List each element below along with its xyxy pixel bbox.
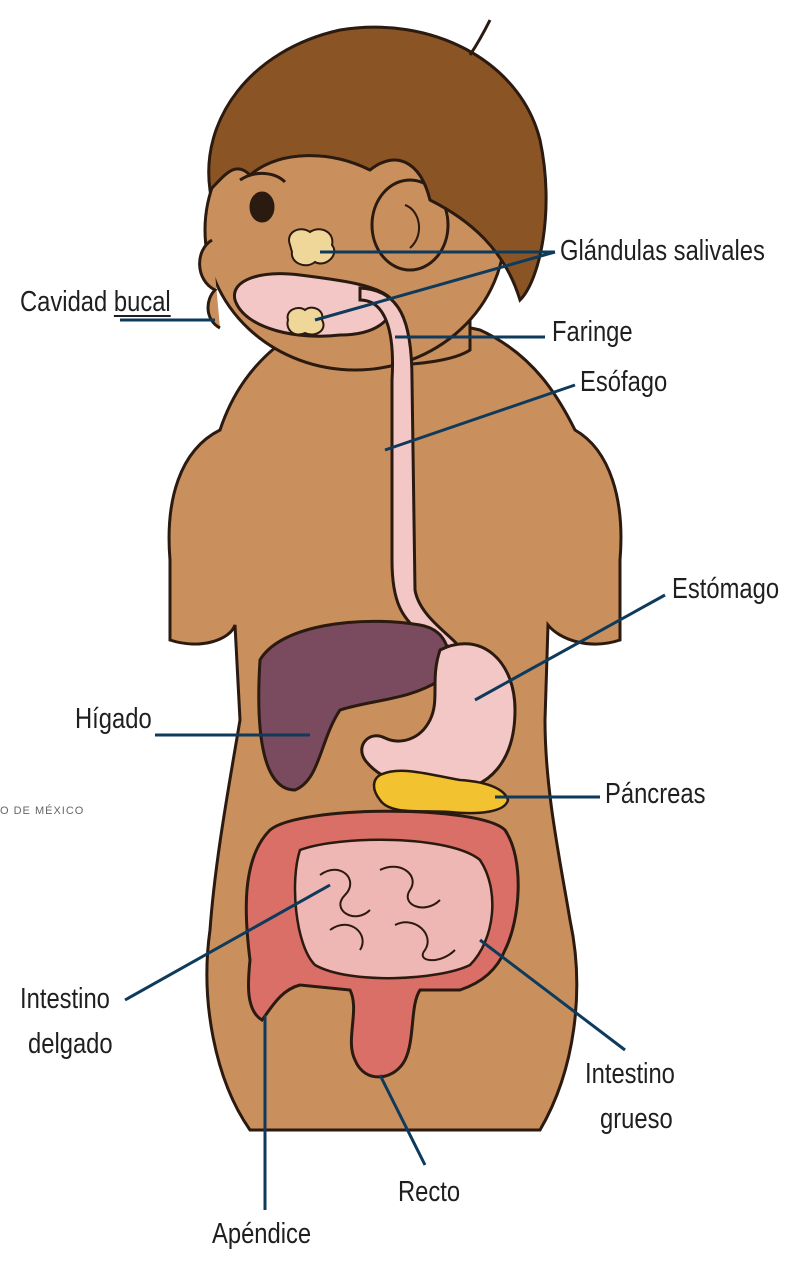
label-intestino-delgado-line2: delgado	[28, 1030, 113, 1059]
label-faringe: Faringe	[552, 318, 633, 347]
label-cavidad-bucal-part1: Cavidad	[20, 286, 107, 318]
label-cavidad-bucal: Cavidad bucal	[20, 288, 171, 317]
watermark-text: O DE MÉXICO	[0, 805, 84, 817]
label-esofago: Esófago	[580, 368, 667, 397]
label-intestino-grueso-line1: Intestino	[585, 1060, 675, 1089]
label-higado: Hígado	[75, 705, 152, 734]
label-recto: Recto	[398, 1178, 460, 1207]
label-apendice: Apéndice	[212, 1220, 311, 1249]
label-glandulas-salivales: Glándulas salivales	[560, 237, 765, 266]
label-cavidad-bucal-part2: bucal	[114, 286, 171, 318]
label-intestino-delgado-line1: Intestino	[20, 985, 110, 1014]
label-estomago: Estómago	[672, 575, 779, 604]
small-intestine	[295, 840, 492, 978]
label-intestino-grueso-line2: grueso	[600, 1105, 673, 1134]
label-pancreas: Páncreas	[605, 780, 705, 809]
